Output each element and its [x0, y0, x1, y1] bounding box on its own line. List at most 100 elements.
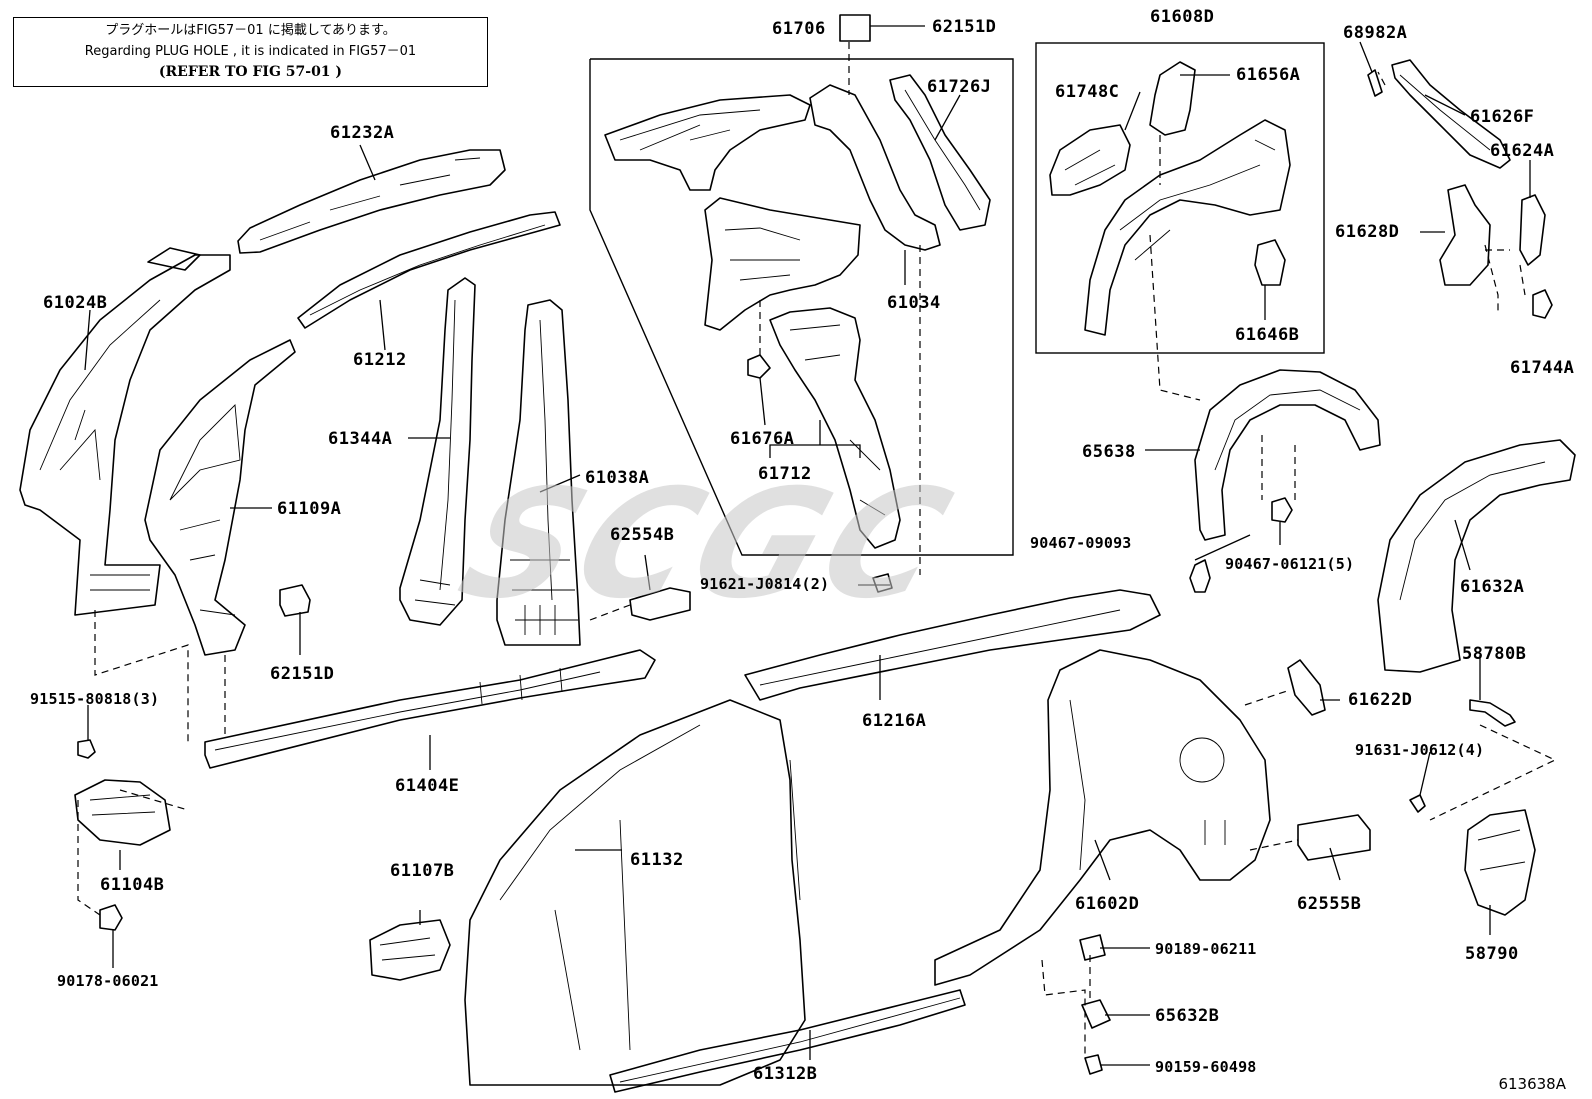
part-61712: [769, 307, 901, 549]
label-61706[interactable]: 61706: [772, 19, 826, 39]
label-61608D[interactable]: 61608D: [1150, 7, 1215, 27]
label-90467-09093[interactable]: 90467-09093: [1030, 534, 1132, 552]
label-61132[interactable]: 61132: [630, 850, 684, 870]
label-61344A[interactable]: 61344A: [328, 429, 393, 449]
part-61706-b: [704, 197, 861, 331]
part-62554B: [629, 587, 691, 621]
label-61646B[interactable]: 61646B: [1235, 325, 1300, 345]
label-61024B[interactable]: 61024B: [43, 293, 108, 313]
label-62555B[interactable]: 62555B: [1297, 894, 1362, 914]
label-68982A[interactable]: 68982A: [1343, 23, 1408, 43]
part-65638: [1194, 369, 1381, 541]
part-61748C: [1049, 124, 1131, 196]
label-61632A[interactable]: 61632A: [1460, 577, 1525, 597]
part-61744A: [1532, 289, 1553, 319]
part-61628D: [1439, 184, 1491, 286]
label-61726J[interactable]: 61726J: [927, 77, 992, 97]
note-line-japanese: プラグホールはFIG57－01 に掲載してあります。: [105, 23, 396, 38]
label-61656A[interactable]: 61656A: [1236, 65, 1301, 85]
part-61706-c: [809, 84, 941, 251]
part-61632A: [1377, 439, 1576, 673]
leader-lines: [84, 25, 1531, 1066]
label-61038A[interactable]: 61038A: [585, 468, 650, 488]
part-62555B: [1297, 814, 1371, 861]
label-65632B[interactable]: 65632B: [1155, 1006, 1220, 1026]
label-58790[interactable]: 58790: [1465, 944, 1519, 964]
part-61212: [297, 211, 561, 329]
dashed-reference-lines: [77, 42, 1557, 1055]
label-91515-80818[interactable]: 91515-80818(3): [30, 690, 160, 708]
part-91621: [872, 573, 893, 593]
part-61232A: [237, 149, 506, 254]
plug-hole-note: プラグホールはFIG57－01 に掲載してあります。 Regarding PLU…: [13, 17, 488, 87]
part-61312B: [609, 989, 966, 1093]
group-box-61608D: [1035, 42, 1325, 354]
part-91515: [77, 739, 96, 759]
label-61109A[interactable]: 61109A: [277, 499, 342, 519]
note-line-english: Regarding PLUG HOLE , it is indicated in…: [84, 44, 417, 59]
part-91631: [1409, 794, 1426, 813]
label-61712[interactable]: 61712: [758, 464, 812, 484]
part-61104B: [74, 779, 171, 846]
label-90189-06211[interactable]: 90189-06211: [1155, 940, 1257, 958]
group-box-61706: [589, 58, 1014, 556]
label-91631-J0612[interactable]: 91631-J0612(4): [1355, 741, 1485, 759]
note-line-refer: (REFER TO FIG 57-01 ): [158, 64, 343, 80]
part-61626F: [1391, 59, 1511, 169]
part-61726J: [889, 74, 991, 231]
part-62151D-bottom: [279, 584, 311, 617]
label-90467-06121[interactable]: 90467-06121(5): [1225, 555, 1355, 573]
label-61622D[interactable]: 61622D: [1348, 690, 1413, 710]
part-61622D: [1287, 659, 1326, 716]
label-61744A[interactable]: 61744A: [1510, 358, 1575, 378]
label-61626F[interactable]: 61626F: [1470, 107, 1535, 127]
label-61628D[interactable]: 61628D: [1335, 222, 1400, 242]
part-90467-06121: [1271, 497, 1293, 523]
part-62151D-top: [839, 14, 871, 42]
part-58790: [1464, 809, 1536, 916]
part-61109A: [144, 339, 296, 656]
label-61748C[interactable]: 61748C: [1055, 82, 1120, 102]
part-90178: [99, 904, 123, 931]
part-61656A: [1149, 61, 1196, 136]
label-61624A[interactable]: 61624A: [1490, 141, 1555, 161]
part-61608D-wheelhouse: [1084, 119, 1291, 336]
watermark: SCGC: [441, 458, 974, 632]
label-61602D[interactable]: 61602D: [1075, 894, 1140, 914]
part-61107B: [369, 919, 451, 981]
label-61034[interactable]: 61034: [887, 293, 941, 313]
part-90159: [1084, 1054, 1103, 1075]
label-61676A[interactable]: 61676A: [730, 429, 795, 449]
part-90467-09093: [1189, 559, 1211, 593]
label-62554B[interactable]: 62554B: [610, 525, 675, 545]
label-65638[interactable]: 65638: [1082, 442, 1136, 462]
part-68982A: [1367, 69, 1383, 97]
label-61216A[interactable]: 61216A: [862, 711, 927, 731]
part-58780B: [1469, 699, 1516, 727]
label-61232A[interactable]: 61232A: [330, 123, 395, 143]
part-61216A: [744, 589, 1161, 701]
label-61107B[interactable]: 61107B: [390, 861, 455, 881]
label-61104B[interactable]: 61104B: [100, 875, 165, 895]
part-61024B: [19, 254, 231, 616]
part-65632B: [1081, 999, 1111, 1029]
part-61132: [464, 699, 806, 1086]
label-61404E[interactable]: 61404E: [395, 776, 460, 796]
label-90178-06021[interactable]: 90178-06021: [57, 972, 159, 990]
label-62151D-top[interactable]: 62151D: [932, 17, 997, 37]
part-61646B: [1254, 239, 1286, 286]
label-58780B[interactable]: 58780B: [1462, 644, 1527, 664]
part-61344A: [399, 277, 476, 626]
part-61624A: [1519, 194, 1546, 266]
label-61212[interactable]: 61212: [353, 350, 407, 370]
label-62151D-bottom[interactable]: 62151D: [270, 664, 335, 684]
label-91621-J0814[interactable]: 91621-J0814(2): [700, 575, 830, 593]
part-61706-a: [604, 94, 811, 191]
part-61602D: [934, 649, 1271, 986]
part-61676A: [747, 354, 771, 379]
part-90189: [1079, 934, 1106, 961]
label-90159-60498[interactable]: 90159-60498: [1155, 1058, 1257, 1076]
label-61312B[interactable]: 61312B: [753, 1064, 818, 1084]
